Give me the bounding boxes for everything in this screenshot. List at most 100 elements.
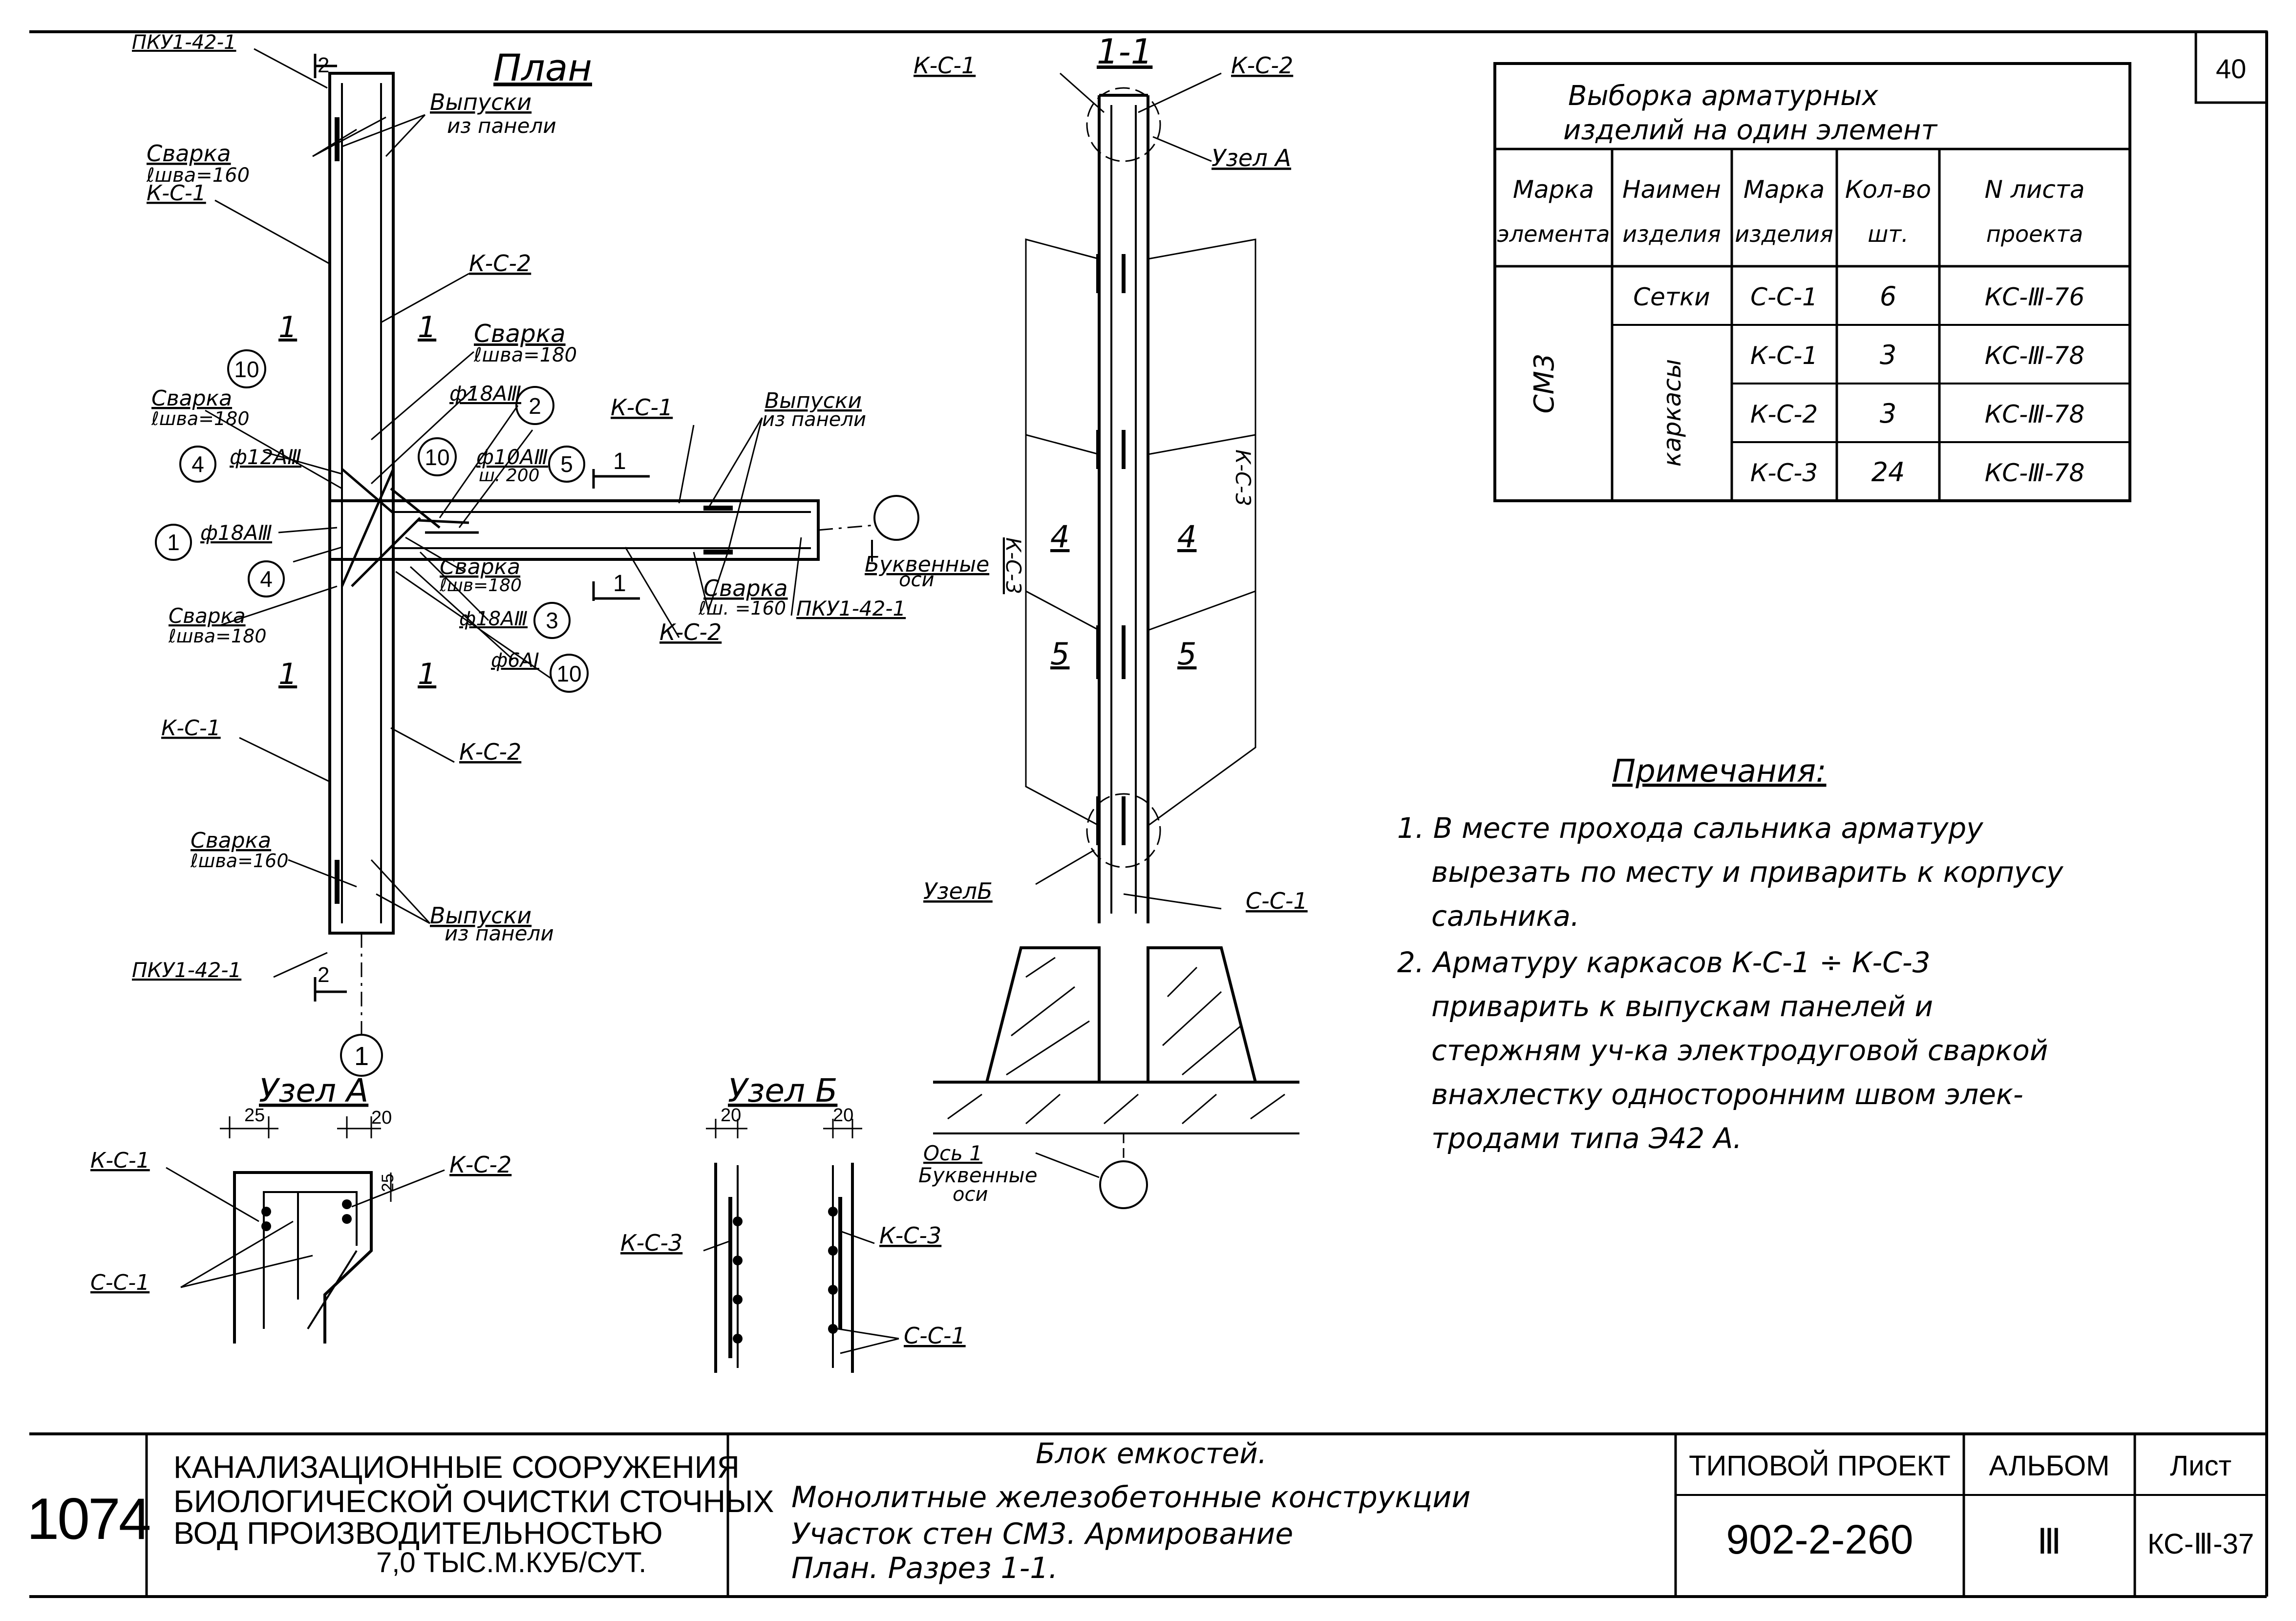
uzel-a-ks1: К-С-1 <box>90 1148 150 1173</box>
label-svarka-4: Сварка <box>440 555 520 579</box>
note-line-6: стержням уч-ка электродуговой сваркой <box>1431 1034 2048 1067</box>
hdr-2-a: Наимен <box>1622 175 1721 204</box>
row-1-qty: 6 <box>1880 281 1896 312</box>
label-bar-6ai: ф6АI <box>491 649 539 672</box>
label-vypuski-top-1: Выпуски <box>430 89 531 115</box>
label-ks1-top: К-С-1 <box>147 181 206 206</box>
org-line-4: 7,0 ТЫС.М.КУБ/СУТ. <box>376 1547 646 1578</box>
label-cut1-a: 1 <box>278 310 297 344</box>
hdr-1-a: Марка <box>1513 175 1594 204</box>
section-title: 1-1 <box>1097 32 1152 72</box>
axis-1-label: 1 <box>354 1042 369 1071</box>
pos-10c: 10 <box>556 661 581 686</box>
label-svarka-5-dim: ℓшва=180 <box>168 625 267 647</box>
label-ks2-top: К-С-2 <box>469 250 531 277</box>
label-bar-10aiii-step: ш. 200 <box>479 466 540 486</box>
org-line-2: БИОЛОГИЧЕСКОЙ ОЧИСТКИ СТОЧНЫХ <box>173 1483 774 1519</box>
note-line-5: приварить к выпускам панелей и <box>1431 990 1933 1023</box>
label-svarka-3: Сварка <box>151 386 232 411</box>
label-svarka-6-dim: ℓш. =160 <box>698 597 786 619</box>
notes-title: Примечания: <box>1612 753 1827 789</box>
row-2-qty: 3 <box>1880 340 1896 370</box>
label-svarka-6: Сварка <box>703 575 788 601</box>
row-3-qty: 3 <box>1880 398 1896 429</box>
label-pku-bottom: ПКУ1-42-1 <box>132 958 241 982</box>
pos-10a: 10 <box>234 357 259 382</box>
title-block: 1074 КАНАЛИЗАЦИОННЫЕ СООРУЖЕНИЯ БИОЛОГИЧ… <box>27 1434 2267 1597</box>
pos-1: 1 <box>167 530 180 555</box>
album-value: Ⅲ <box>2037 1522 2062 1561</box>
row-4-mark: К-С-3 <box>1750 459 1818 487</box>
label-bar-18aiii-b: ф18АⅢ <box>200 521 272 545</box>
note-line-2: вырезать по месту и приварить к корпусу <box>1431 855 2063 889</box>
plan-bukv-osi-2: оси <box>899 569 934 591</box>
label-vypuski-bottom-2: из панели <box>445 921 554 945</box>
org-line-1: КАНАЛИЗАЦИОННЫЕ СООРУЖЕНИЯ <box>173 1450 740 1485</box>
label-svarka-1-dim: ℓшва=160 <box>146 164 250 187</box>
uzel-a-ks2: К-С-2 <box>449 1152 511 1178</box>
hdr-3-a: Марка <box>1743 175 1825 204</box>
section-uzel-a: Узел А <box>1212 145 1291 172</box>
pos-10b: 10 <box>425 445 449 470</box>
sheet-value: КС-Ⅲ-37 <box>2147 1528 2254 1560</box>
cut-1-right-a: 1 <box>613 448 626 474</box>
desc-line-1: Блок емкостей. <box>1036 1437 1267 1470</box>
table-title-2: изделий на один элемент <box>1563 114 1938 146</box>
label-bar-18aiii-a: ф18АⅢ <box>449 382 521 405</box>
hdr-5-b: проекта <box>1986 221 2083 247</box>
uzel-a-dim-25v: 25 <box>379 1173 397 1192</box>
uzel-b-dim-20a: 20 <box>721 1105 741 1126</box>
section-num5-right: 5 <box>1177 636 1196 672</box>
uzel-b-ss1: С-С-1 <box>904 1322 966 1349</box>
label-svarka-7: Сварка <box>191 828 271 853</box>
section-bukv-osi-1: Буквенные <box>918 1163 1038 1187</box>
label-cut1-c: 1 <box>278 657 297 691</box>
label-svarka-7-dim: ℓшва=160 <box>190 850 289 872</box>
label-ks1-bottom: К-С-1 <box>161 716 221 741</box>
uzel-b-dim-20b: 20 <box>833 1105 853 1126</box>
desc-line-3: Участок стен СМ3. Армирование <box>791 1517 1293 1551</box>
label-svarka-2: Сварка <box>474 320 566 348</box>
org-line-3: ВОД ПРОИЗВОДИТЕЛЬНОСТЬЮ <box>173 1515 663 1551</box>
label-bar-12aiii: ф12АⅢ <box>230 445 301 469</box>
plan-title: План <box>493 46 592 89</box>
row-3-mark: К-С-2 <box>1750 400 1818 428</box>
hdr-1-b: элемента <box>1497 221 1610 247</box>
section-uzel-b: УзелБ <box>923 878 993 904</box>
plan-view: План 2 2 1 1 1 <box>132 31 989 1077</box>
label-cut1-b: 1 <box>418 310 436 344</box>
table-title-1: Выборка арматурных <box>1568 80 1878 112</box>
sheet-label: Лист <box>2170 1450 2232 1482</box>
album-label: АЛЬБОМ <box>1989 1450 2110 1482</box>
rebar-selection-table: Выборка арматурных изделий на один элеме… <box>1493 62 2131 502</box>
project-value: 902-2-260 <box>1726 1516 1913 1562</box>
label-vypuski-top-2: из панели <box>447 114 556 138</box>
label-svarka-4-dim: ℓшв=180 <box>439 576 522 596</box>
pos-circle-10a <box>227 349 266 388</box>
row-1-mark: С-С-1 <box>1750 283 1818 311</box>
note-line-8: тродами типа Э42 А. <box>1431 1122 1742 1155</box>
desc-line-2: Монолитные железобетонные конструкции <box>791 1480 1470 1514</box>
section-2-top: 2 <box>318 53 329 77</box>
row-4-qty: 24 <box>1871 457 1905 488</box>
uzel-a-dim-20: 20 <box>371 1108 392 1128</box>
section-2-bottom: 2 <box>318 963 329 987</box>
uzel-a-ss1: С-С-1 <box>90 1270 149 1295</box>
label-cut1-d: 1 <box>418 657 436 691</box>
label-bar-10aiii: ф10АⅢ <box>476 445 548 469</box>
pos-4b: 4 <box>260 566 273 592</box>
label-svarka-2-dim: ℓшва=180 <box>473 344 577 366</box>
pos-2: 2 <box>529 393 541 419</box>
uzel-b-ks3-left: К-С-3 <box>620 1230 682 1256</box>
label-pku-top: ПКУ1-42-1 <box>132 31 236 54</box>
uzel-a-title: Узел А <box>259 1072 368 1109</box>
label-svarka-5: Сварка <box>169 604 246 628</box>
section-os1: Ось 1 <box>923 1141 982 1165</box>
row-4-sheet: КС-Ⅲ-78 <box>1985 459 2085 487</box>
hdr-5-a: N листа <box>1984 175 2084 204</box>
hdr-4-a: Кол-во <box>1845 175 1931 204</box>
note-line-7: внахлестку односторонним швом элек- <box>1431 1078 2023 1111</box>
hdr-3-b: изделия <box>1735 221 1833 247</box>
